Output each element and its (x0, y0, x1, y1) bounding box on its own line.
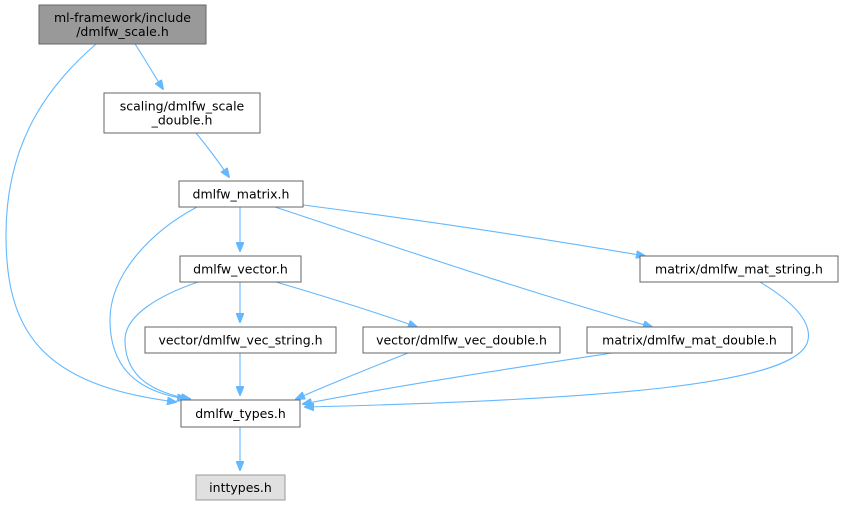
node-vec-string[interactable]: vector/dmlfw_vec_string.h (144, 326, 337, 354)
node-label-line: _double.h (151, 113, 213, 128)
edge-matrix-to-mat-string (302, 204, 645, 256)
node-box (144, 326, 337, 354)
node-vector[interactable]: dmlfw_vector.h (179, 255, 302, 283)
node-vec-double[interactable]: vector/dmlfw_vec_double.h (362, 326, 561, 354)
node-scale: ml-framework/include/dmlfw_scale.h (38, 4, 207, 45)
edge-vector-to-vec-double (275, 281, 417, 327)
node-box (179, 255, 302, 283)
node-label-line: dmlfw_matrix.h (193, 187, 290, 202)
node-box (103, 92, 261, 134)
node-label-line: dmlfw_vector.h (193, 262, 288, 277)
node-box (38, 4, 207, 45)
node-label-line: scaling/dmlfw_scale (120, 99, 245, 114)
node-box (195, 474, 286, 501)
edge-scale-to-scale-double (134, 43, 163, 89)
node-scale-double[interactable]: scaling/dmlfw_scale_double.h (103, 92, 261, 134)
node-label-line: inttypes.h (209, 480, 272, 495)
edge-scale-double-to-matrix (195, 132, 229, 177)
node-box (178, 180, 304, 208)
node-box (639, 255, 839, 283)
edge-mat-string-to-types (305, 281, 809, 407)
edge-vec-double-to-types (296, 352, 409, 399)
edges-layer (5, 43, 809, 470)
node-box (586, 326, 793, 354)
node-mat-string[interactable]: matrix/dmlfw_mat_string.h (639, 255, 839, 283)
edge-scale-to-types (5, 43, 176, 402)
node-mat-double[interactable]: matrix/dmlfw_mat_double.h (586, 326, 793, 354)
node-label-line: dmlfw_types.h (195, 406, 286, 421)
edge-matrix-to-mat-double (274, 206, 652, 327)
edge-vector-to-types (124, 281, 199, 399)
node-matrix[interactable]: dmlfw_matrix.h (178, 180, 304, 208)
edge-mat-double-to-types (303, 352, 613, 404)
node-box (180, 399, 301, 428)
node-label-line: matrix/dmlfw_mat_double.h (602, 333, 777, 348)
edge-matrix-to-types (109, 206, 198, 399)
node-label-line: vector/dmlfw_vec_double.h (376, 333, 547, 348)
node-types[interactable]: dmlfw_types.h (180, 399, 301, 428)
node-label-line: vector/dmlfw_vec_string.h (158, 333, 322, 348)
nodes-layer: ml-framework/include/dmlfw_scale.hscalin… (38, 4, 839, 501)
node-box (362, 326, 561, 354)
node-label-line: ml-framework/include (54, 10, 191, 25)
node-label-line: matrix/dmlfw_mat_string.h (655, 262, 823, 277)
node-label-line: /dmlfw_scale.h (76, 24, 169, 39)
node-inttypes[interactable]: inttypes.h (195, 474, 286, 501)
